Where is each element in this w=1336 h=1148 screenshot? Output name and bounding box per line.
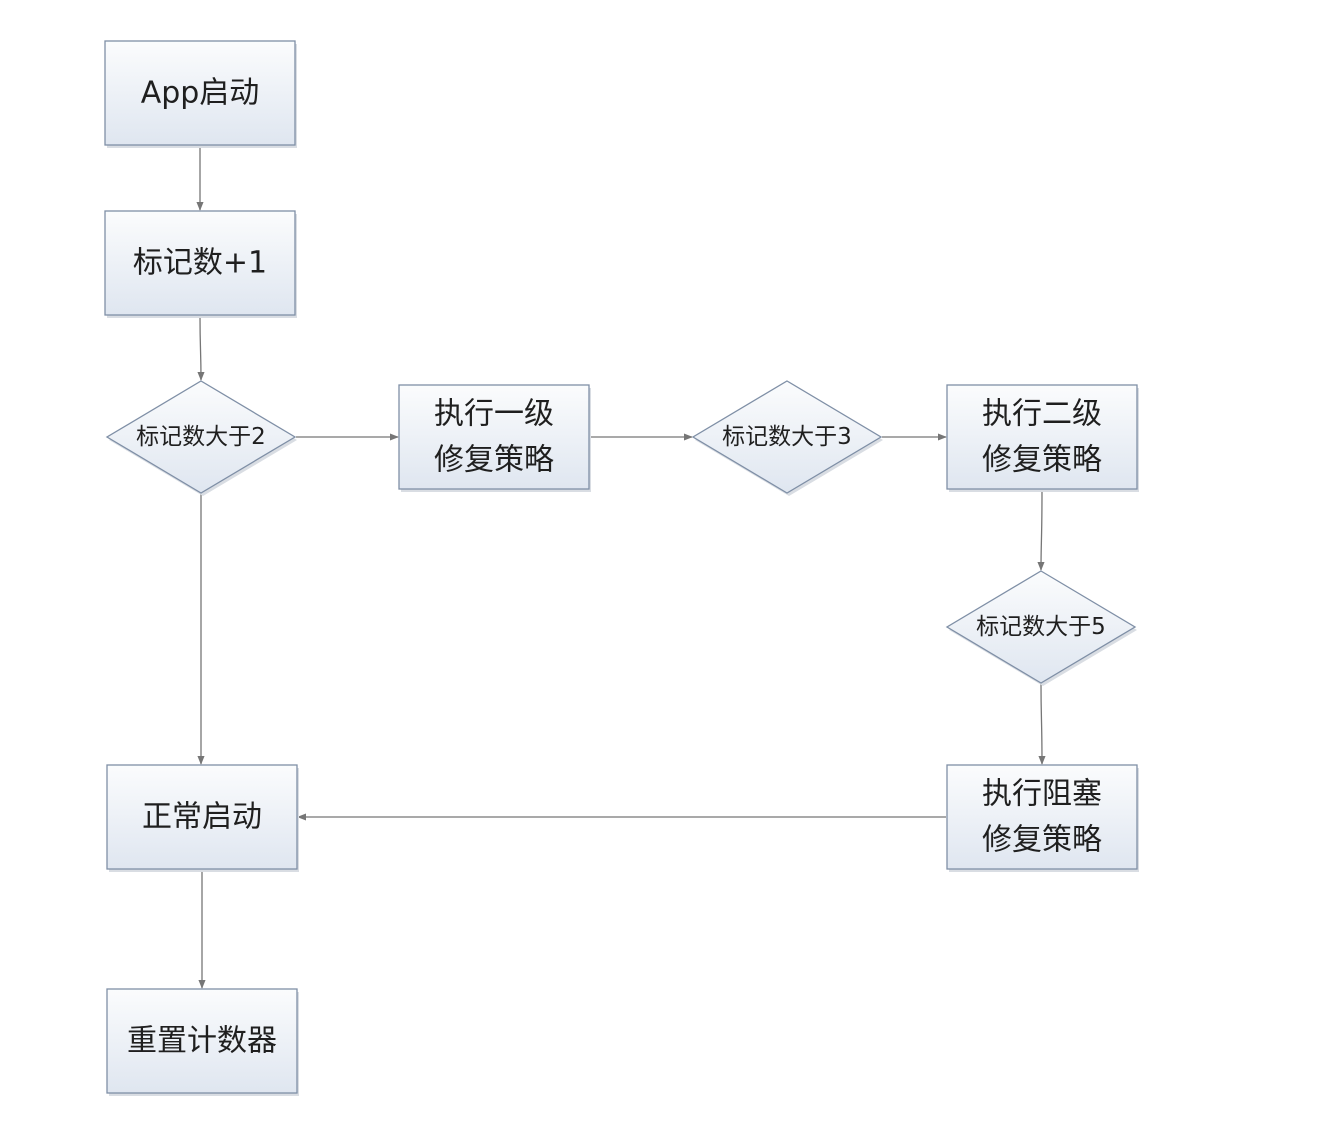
process-box [106,988,298,1094]
decision-diamond [105,380,297,494]
node-label: 标记数大于3 [722,424,852,450]
process-box [398,384,590,490]
node-label: 重置计数器 [127,1024,277,1059]
process-box [946,764,1138,870]
node-label: 正常启动 [142,800,262,835]
arrow-mark-increment-to-check-gt-2 [197,315,205,381]
decision-diamond [691,380,883,494]
node-label: 执行阻塞 [982,777,1102,812]
node-label: 修复策略 [434,443,554,478]
node-mark-increment: 标记数+1 [104,210,297,318]
node-normal-start: 正常启动 [106,764,299,872]
node-label: 标记数大于2 [136,424,266,450]
node-app-start: App启动 [104,40,297,148]
node-check-gt-3: 标记数大于3 [691,380,883,496]
node-label: 修复策略 [982,823,1102,858]
decision-diamond [945,570,1137,684]
node-check-gt-2: 标记数大于2 [105,380,297,496]
node-label: App启动 [141,76,260,111]
arrow-level2-repair-to-check-gt-5 [1037,489,1045,571]
process-box [104,210,296,316]
process-box [946,384,1138,490]
node-label: 标记数大于5 [976,614,1106,640]
nodes-layer: App启动标记数+1标记数大于2执行一级修复策略标记数大于3执行二级修复策略标记… [104,40,1139,1096]
node-check-gt-5: 标记数大于5 [945,570,1137,686]
node-label: 执行一级 [434,397,554,432]
arrow-check-gt-5-to-blocking-repair [1038,683,1046,765]
process-box [104,40,296,146]
node-label: 修复策略 [982,443,1102,478]
node-label: 标记数+1 [133,246,267,281]
edges-layer [196,146,1046,989]
node-reset-counter: 重置计数器 [106,988,299,1096]
process-box [106,764,298,870]
node-label: 执行二级 [982,397,1102,432]
